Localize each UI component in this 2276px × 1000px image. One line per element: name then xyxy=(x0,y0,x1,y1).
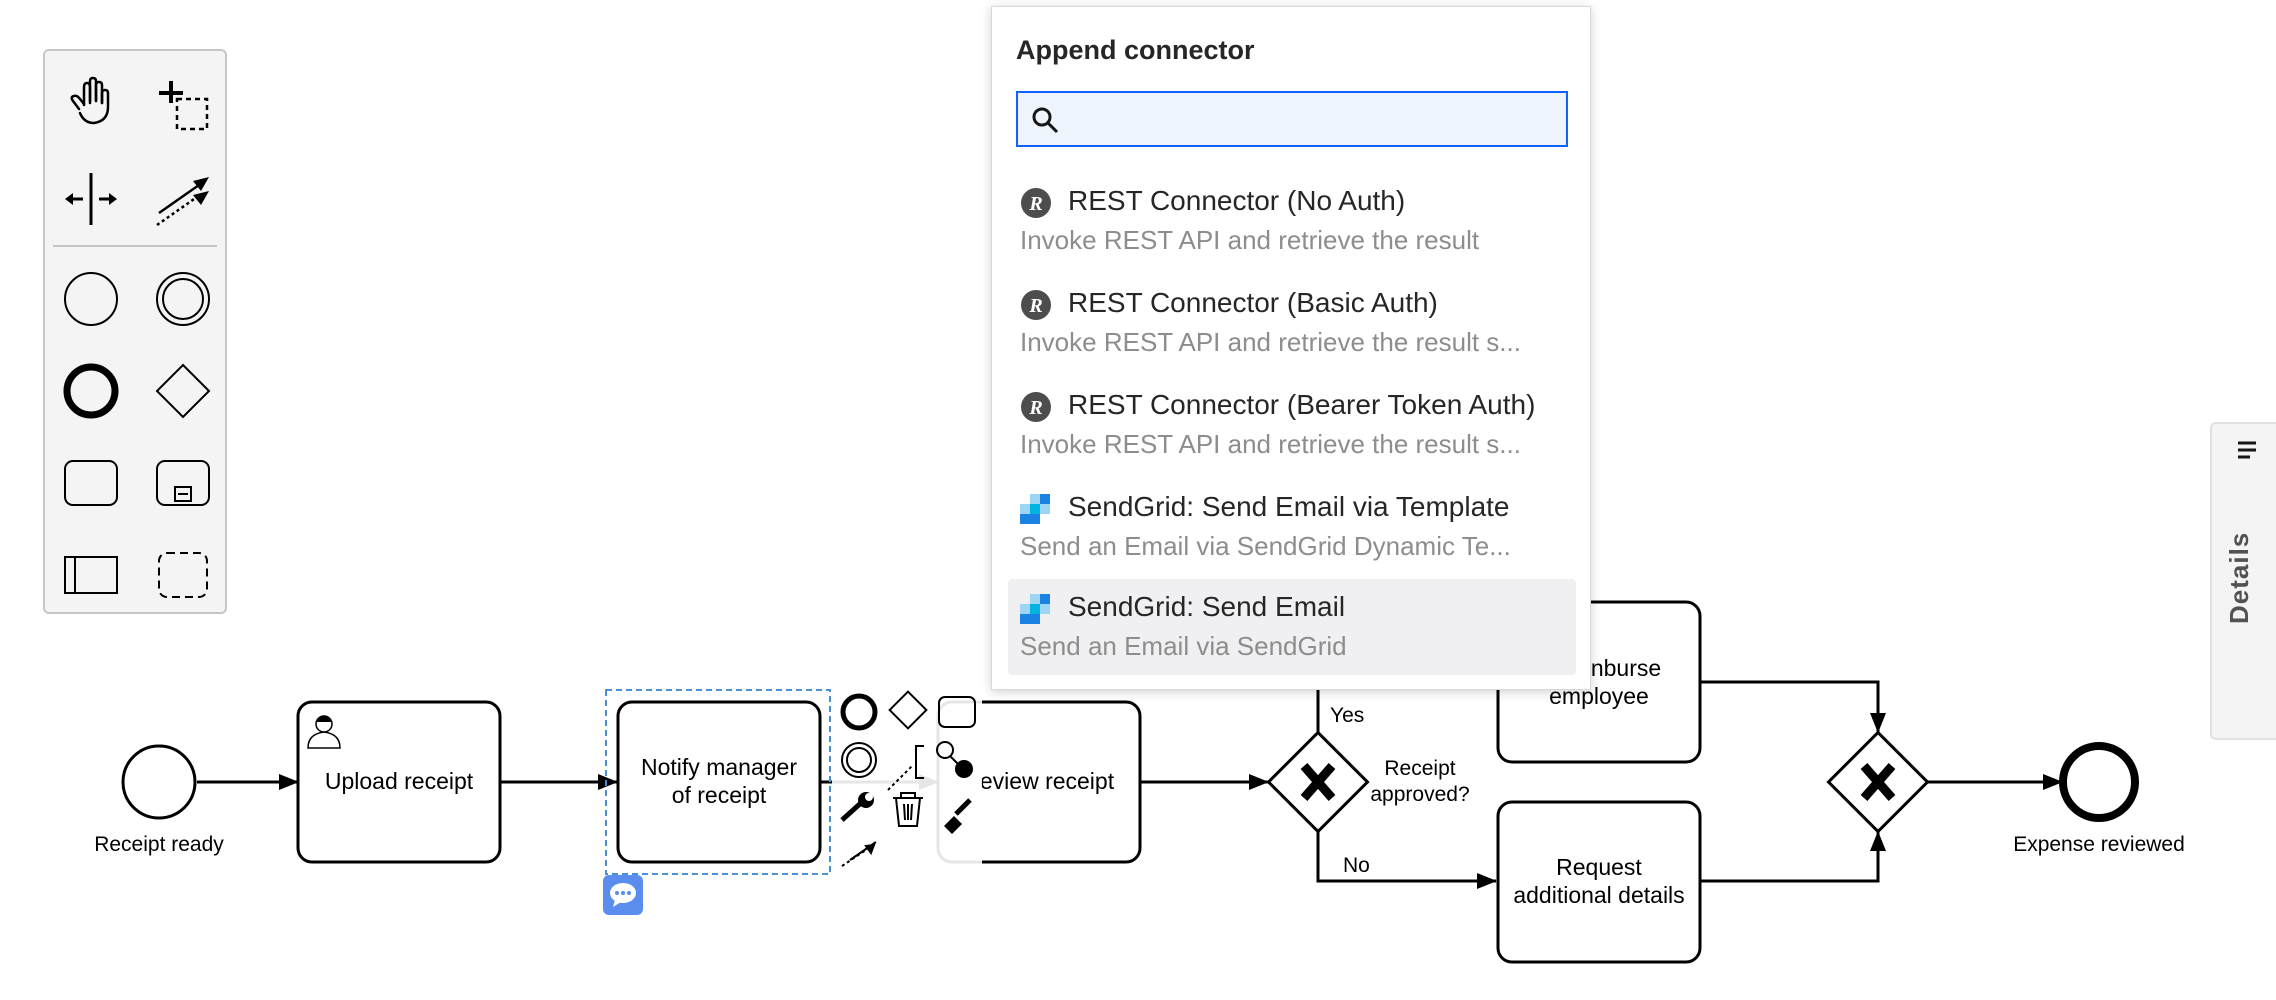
entry-label: REST Connector (Bearer Token Auth) xyxy=(1068,389,1536,420)
popup-title: Append connector xyxy=(1016,35,1255,65)
append-end-event-icon[interactable] xyxy=(840,693,878,731)
svg-text:R: R xyxy=(1028,295,1042,317)
task-upload-receipt[interactable] xyxy=(296,700,502,864)
sendgrid-icon xyxy=(1020,594,1050,624)
details-label: Details xyxy=(2224,531,2254,624)
change-type-wrench-icon[interactable] xyxy=(840,792,874,822)
search-box[interactable] xyxy=(1016,91,1568,147)
context-pad[interactable] xyxy=(832,690,982,875)
task-upload-label: Upload receipt xyxy=(325,768,474,794)
connect-arrow-icon[interactable] xyxy=(841,841,877,867)
rest-icon: R xyxy=(1021,290,1051,320)
task-request-details[interactable] xyxy=(1496,800,1702,964)
space-tool-icon[interactable] xyxy=(61,169,121,229)
group-icon[interactable] xyxy=(153,545,213,605)
task-notify-label-line2: of receipt xyxy=(672,782,767,808)
entry-description: Invoke REST API and retrieve the result … xyxy=(1020,429,1521,459)
details-panel-toggle[interactable]: Details xyxy=(2210,422,2276,740)
end-event-icon[interactable] xyxy=(61,361,121,421)
append-task-icon[interactable] xyxy=(938,696,976,728)
end-event-label: Expense reviewed xyxy=(2013,833,2185,856)
entry-description: Send an Email via SendGrid xyxy=(1020,631,1347,661)
entry-label: SendGrid: Send Email via Template xyxy=(1068,491,1510,522)
pool-icon[interactable] xyxy=(61,545,121,605)
task-notify-label-line1: Notify manager xyxy=(641,754,797,780)
palette-separator xyxy=(53,245,217,247)
connector-entry-rest-bearer-auth[interactable]: R REST Connector (Bearer Token Auth) Inv… xyxy=(1008,381,1576,477)
task-icon[interactable] xyxy=(61,453,121,513)
gateway-label-line2: approved? xyxy=(1370,783,1469,806)
gateway-icon[interactable] xyxy=(153,361,213,421)
global-connect-tool-icon[interactable] xyxy=(153,169,213,229)
task-request-label-line1: Request xyxy=(1556,854,1642,880)
search-input[interactable] xyxy=(1070,99,1554,141)
start-event[interactable] xyxy=(121,744,197,820)
append-intermediate-event-icon[interactable] xyxy=(841,742,877,778)
svg-text:R: R xyxy=(1028,397,1042,419)
task-notify-manager[interactable] xyxy=(616,700,822,864)
search-icon xyxy=(1032,107,1059,134)
subprocess-icon[interactable] xyxy=(153,453,213,513)
append-connector-icon[interactable] xyxy=(936,741,973,778)
task-request-label-line2: additional details xyxy=(1513,882,1684,908)
color-brush-icon[interactable] xyxy=(944,798,972,834)
start-event-icon[interactable] xyxy=(61,269,121,329)
connector-entry-sendgrid-send-email[interactable]: SendGrid: Send Email Send an Email via S… xyxy=(1008,579,1576,675)
selection-outline xyxy=(605,689,831,875)
user-task-icon xyxy=(307,715,341,749)
tool-palette xyxy=(43,49,227,614)
sendgrid-icon xyxy=(1020,494,1050,524)
connector-entry-sendgrid-template[interactable]: SendGrid: Send Email via Template Send a… xyxy=(1008,483,1576,579)
exclusive-gateway-receipt-approved[interactable] xyxy=(1266,730,1370,834)
append-gateway-icon[interactable] xyxy=(888,690,928,730)
rest-icon: R xyxy=(1021,392,1051,422)
flow-label-no: No xyxy=(1343,854,1370,877)
task-reimburse-label-line1: nburse xyxy=(1591,655,1661,681)
intermediate-event-icon[interactable] xyxy=(153,269,213,329)
connector-entry-rest-no-auth[interactable]: R REST Connector (No Auth) Invoke REST A… xyxy=(1008,177,1576,273)
entry-label: REST Connector (No Auth) xyxy=(1068,185,1406,216)
entry-description: Invoke REST API and retrieve the result xyxy=(1020,225,1480,255)
append-connector-popup: Append connector R REST Connector (No Au… xyxy=(991,6,1591,690)
append-text-annotation-icon[interactable] xyxy=(887,745,924,791)
entry-description: Send an Email via SendGrid Dynamic Te... xyxy=(1020,531,1511,561)
gateway-label-line1: Receipt xyxy=(1384,757,1455,780)
connector-entry-rest-basic-auth[interactable]: R REST Connector (Basic Auth) Invoke RES… xyxy=(1008,279,1576,375)
svg-text:R: R xyxy=(1028,193,1042,215)
task-review-label: eview receipt xyxy=(980,768,1115,794)
exclusive-gateway-merge[interactable] xyxy=(1826,730,1930,834)
end-event[interactable] xyxy=(2059,742,2139,822)
rest-icon: R xyxy=(1021,188,1051,218)
comment-icon[interactable] xyxy=(603,875,643,915)
properties-icon xyxy=(2238,441,2256,459)
entry-description: Invoke REST API and retrieve the result … xyxy=(1020,327,1521,357)
start-event-label: Receipt ready xyxy=(94,833,224,856)
delete-trash-icon[interactable] xyxy=(893,792,923,827)
entry-label: REST Connector (Basic Auth) xyxy=(1068,287,1438,318)
flow-label-yes: Yes xyxy=(1330,704,1364,727)
lasso-tool-icon[interactable] xyxy=(153,75,213,135)
entry-label: SendGrid: Send Email xyxy=(1068,591,1346,622)
hand-tool-icon[interactable] xyxy=(61,75,121,135)
